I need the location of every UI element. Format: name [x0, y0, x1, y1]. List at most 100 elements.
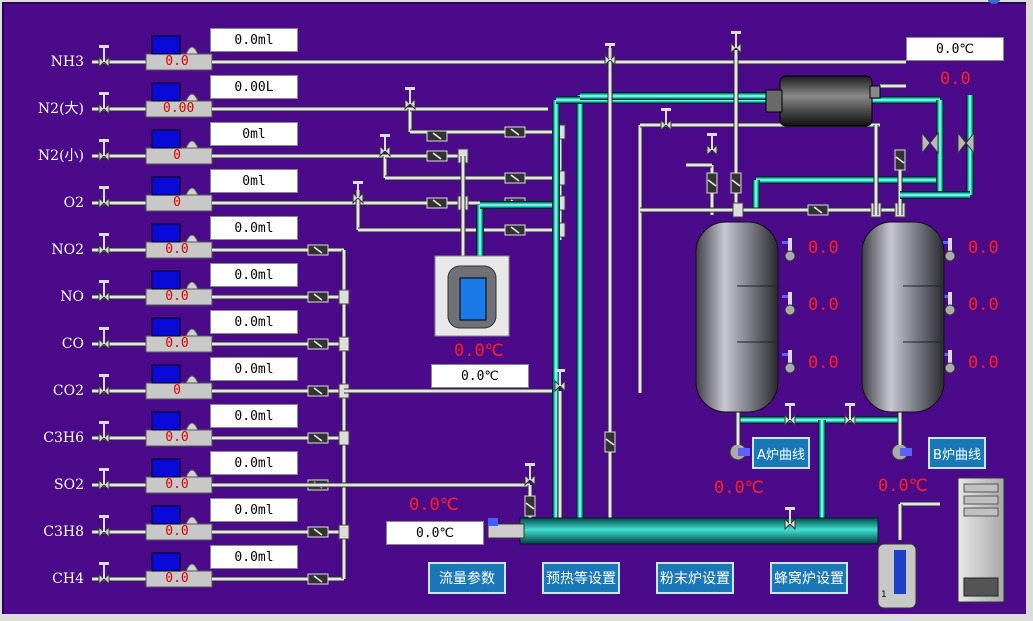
reactor-a-level-2: 0.0: [808, 295, 839, 315]
mass-flow-controller[interactable]: [145, 82, 213, 118]
valve-icon[interactable]: [706, 133, 718, 157]
reactor-b-level-3: 0.0: [968, 353, 999, 373]
inlet-valve-icon[interactable]: [98, 327, 110, 351]
mass-flow-controller[interactable]: [145, 129, 213, 165]
flow-readout-0: 0.0ml: [210, 28, 298, 52]
flow-readout-6: 0.0ml: [210, 310, 298, 334]
ball-valve-icon[interactable]: [921, 131, 939, 155]
ball-valve-icon[interactable]: [957, 131, 975, 155]
check-valve-icon: [426, 197, 448, 209]
reactor-a-temp-value: 0.0℃: [714, 478, 764, 498]
inlet-valve-icon[interactable]: [98, 374, 110, 398]
check-valve-icon: [307, 291, 329, 303]
inlet-valve-icon[interactable]: [98, 139, 110, 163]
mass-flow-controller[interactable]: [145, 505, 213, 541]
pipe-network: [92, 31, 975, 588]
check-valve-icon: [307, 526, 329, 538]
check-valve-icon: [730, 172, 742, 194]
valve-icon[interactable]: [730, 31, 742, 55]
reactor-b: [861, 221, 945, 413]
flow-params-button[interactable]: 流量参数: [428, 562, 506, 594]
mass-flow-controller[interactable]: [145, 317, 213, 353]
mixing-vessel: [434, 255, 510, 337]
gas-label-0: NH3: [50, 54, 84, 70]
preheater-temp-readout: 0.0℃: [906, 37, 1004, 61]
a-curve-button[interactable]: A炉曲线: [752, 437, 810, 469]
flow-readout-3: 0ml: [210, 169, 298, 193]
flow-readout-8: 0.0ml: [210, 404, 298, 428]
check-valve-icon: [504, 126, 526, 138]
sample-port-icon: [782, 238, 796, 262]
mass-flow-controller[interactable]: [145, 364, 213, 400]
inlet-valve-icon[interactable]: [98, 280, 110, 304]
flow-value-7: 0: [173, 383, 181, 398]
b-curve-button[interactable]: B炉曲线: [928, 437, 986, 469]
flow-value-3: 0: [173, 195, 181, 210]
check-valve-icon: [504, 224, 526, 236]
powder-furnace-button[interactable]: 粉末炉设置: [656, 562, 734, 594]
check-valve-icon: [524, 495, 536, 517]
gas-label-2: N2(小): [37, 148, 84, 164]
preheat-line-temp-readout: 0.0℃: [386, 521, 484, 545]
valve-icon[interactable]: [844, 403, 856, 427]
reactor-b-level-2: 0.0: [968, 295, 999, 315]
reactor-a: [695, 221, 779, 413]
mass-flow-controller[interactable]: [145, 270, 213, 306]
flow-readout-5: 0.0ml: [210, 263, 298, 287]
valve-icon[interactable]: [604, 43, 616, 67]
check-valve-icon: [604, 431, 616, 453]
check-valve-icon: [807, 204, 829, 216]
mixer-temp-readout: 0.0℃: [431, 364, 529, 388]
gas-label-11: CH4: [52, 571, 84, 587]
gas-label-4: NO2: [51, 242, 84, 258]
flow-value-11: 0.0: [165, 571, 189, 586]
flow-value-9: 0.0: [165, 477, 189, 492]
inlet-valve-icon[interactable]: [98, 515, 110, 539]
reactor-b-level-1: 0.0: [968, 238, 999, 258]
inlet-valve-icon[interactable]: [98, 421, 110, 445]
honeycomb-furnace-button[interactable]: 蜂窝炉设置: [770, 562, 848, 594]
flow-readout-2: 0ml: [210, 122, 298, 146]
preheat-settings-button[interactable]: 预热等设置: [542, 562, 620, 594]
valve-icon[interactable]: [352, 181, 364, 205]
check-valve-icon: [426, 150, 448, 162]
flow-readout-7: 0.0ml: [210, 357, 298, 381]
valve-icon[interactable]: [784, 507, 796, 531]
collector-bottle: [877, 543, 917, 609]
check-valve-icon: [706, 172, 718, 194]
inlet-valve-icon[interactable]: [98, 562, 110, 586]
inlet-valve-icon[interactable]: [98, 468, 110, 492]
mixer-temp-value: 0.0℃: [454, 341, 504, 361]
check-valve-icon: [307, 338, 329, 350]
flow-value-6: 0.0: [165, 336, 189, 351]
flow-value-1: 0.00: [163, 101, 195, 116]
valve-icon[interactable]: [660, 108, 672, 132]
valve-icon[interactable]: [784, 403, 796, 427]
valve-icon[interactable]: [554, 369, 566, 393]
flow-value-5: 0.0: [165, 289, 189, 304]
valve-icon[interactable]: [524, 463, 536, 487]
inlet-valve-icon[interactable]: [98, 233, 110, 257]
mass-flow-controller[interactable]: [145, 552, 213, 588]
gas-label-6: CO: [61, 336, 84, 352]
flow-value-8: 0.0: [165, 430, 189, 445]
flow-readout-9: 0.0ml: [210, 451, 298, 475]
mass-flow-controller[interactable]: [145, 458, 213, 494]
check-valve-icon: [307, 573, 329, 585]
mass-flow-controller[interactable]: [145, 411, 213, 447]
gas-label-8: C3H6: [43, 430, 84, 446]
mass-flow-controller[interactable]: [145, 35, 213, 71]
gas-label-5: NO: [60, 289, 84, 305]
inlet-valve-icon[interactable]: [98, 186, 110, 210]
inlet-valve-icon[interactable]: [98, 45, 110, 69]
mass-flow-controller[interactable]: [145, 223, 213, 259]
flow-readout-4: 0.0ml: [210, 216, 298, 240]
sample-port-icon: [782, 292, 796, 316]
flow-readout-11: 0.0ml: [210, 545, 298, 569]
valve-icon[interactable]: [379, 134, 391, 158]
valve-icon[interactable]: [404, 87, 416, 111]
gas-label-7: CO2: [52, 383, 84, 399]
inlet-valve-icon[interactable]: [98, 92, 110, 116]
